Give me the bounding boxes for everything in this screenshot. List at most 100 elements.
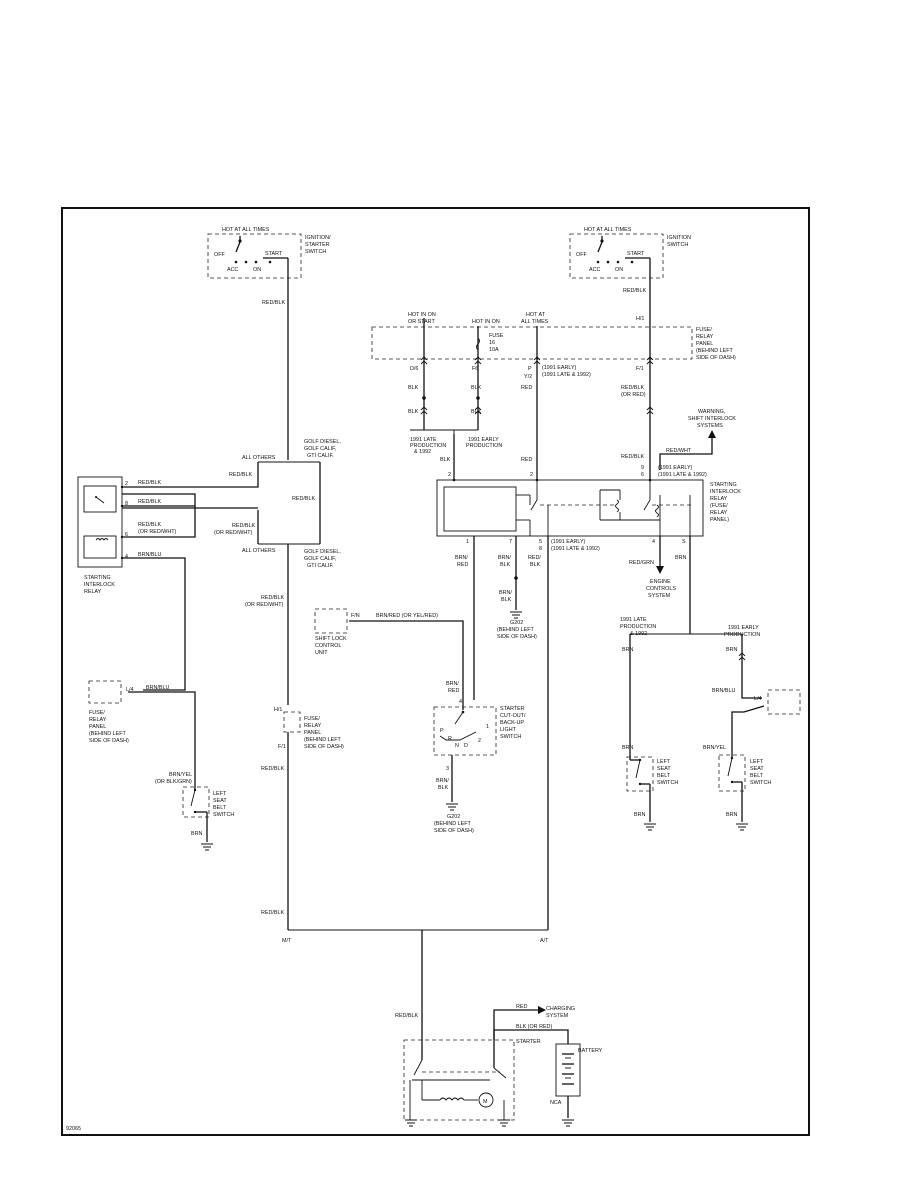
wire-label: F6: [472, 366, 478, 372]
wire-label: 8: [539, 546, 542, 552]
wire-label: G202: [510, 620, 523, 626]
wire-label: RED: [516, 1004, 527, 1010]
wire-label: NCA: [550, 1100, 562, 1106]
wire-label: P: [528, 366, 532, 372]
wire-label: CUT-OUT/: [500, 713, 526, 719]
wire-label: & 1992: [630, 631, 647, 637]
wire-label: BATTERY: [578, 1048, 603, 1054]
wire-label: RED: [448, 688, 459, 694]
wire-label: WARNING,: [698, 409, 726, 415]
figure-id: 92065: [66, 1126, 81, 1132]
wire-label: SIDE OF DASH): [304, 744, 344, 750]
wire-label: (OR BLK/GRN): [155, 779, 192, 785]
wire-label: ALL TIMES: [521, 319, 549, 325]
wire-label: R: [448, 736, 452, 742]
wire-label: 2: [530, 472, 533, 478]
wire-label: H/1: [636, 316, 644, 322]
wire-label: SEAT: [750, 766, 764, 772]
starting-interlock-relay-left: 2 8 6 4 RED/BLK RED/BLK RED/BLK (OR RED/…: [77, 476, 259, 691]
wire-label: & 1992: [414, 449, 431, 455]
wire-label: RED: [521, 385, 532, 391]
wire-label: GOLF DIESEL,: [304, 439, 341, 445]
wire-label: (FUSE/: [710, 503, 728, 509]
ignition-switch-right: HOT AT ALL TIMES OFF ACC ON START IGNITI…: [569, 227, 691, 322]
wire-label: PRODUCTION: [620, 624, 656, 630]
wire-label: BLK: [408, 385, 419, 391]
left-seat-belt-switch-right: BRN BRN/BLU L/4 BRN/YEL LEFT SEAT BELT S…: [703, 634, 801, 831]
wire-label: BRN/YEL: [169, 772, 192, 778]
wire-label: SIDE OF DASH): [434, 828, 474, 834]
wire-label: SIDE OF DASH): [696, 355, 736, 361]
wire-label: STARTER: [305, 242, 330, 248]
wire-label: BLK: [500, 562, 511, 568]
wire-label: BRN/BLU: [138, 552, 161, 558]
wire-label: SEAT: [213, 798, 227, 804]
wire-label: 1991 EARLY: [468, 437, 499, 443]
wire-label: IGNITION/: [305, 235, 331, 241]
wire-label: RED/BLK: [621, 385, 644, 391]
wire-label: BRN/: [436, 778, 449, 784]
wire-label: G202: [447, 814, 460, 820]
wire-label: (BEHIND LEFT: [497, 627, 535, 633]
wire-label: 1: [486, 724, 489, 730]
wire-label: GTI CALIF.: [307, 563, 334, 569]
wire-label: (OR RED/WHT): [245, 602, 284, 608]
shift-lock-control-unit: SHIFT LOCK CONTROL UNIT F/N BRN/RED (OR …: [314, 608, 464, 700]
wire-label: 6: [641, 472, 644, 478]
wire-label: RELAY: [710, 510, 728, 516]
wire-label: BRN/RED (OR YEL/RED): [376, 613, 438, 619]
wire-label: BRN: [726, 647, 737, 653]
wire-label: SWITCH: [667, 242, 688, 248]
wire-label: BRN/BLU: [712, 688, 735, 694]
wire-label: BRN/BLU: [146, 685, 169, 691]
wire-label: (BEHIND LEFT: [304, 737, 342, 743]
wire-label: 9: [641, 465, 644, 471]
wire-label: RED/BLK: [621, 454, 644, 460]
wire-label: 6: [125, 532, 128, 538]
wire-label: RED/: [528, 555, 541, 561]
wire-label: RED: [521, 457, 532, 463]
wire-label: BRN: [622, 647, 633, 653]
wire-label: HOT IN ON: [408, 312, 436, 318]
wire-label: FUSE: [489, 333, 504, 339]
wire-label: BLK: [471, 409, 482, 415]
warning-shift-interlock: WARNING, SHIFT INTERLOCK SYSTEMS RED/WHT: [659, 409, 736, 470]
wire-label: (1991 LATE & 1992): [658, 472, 707, 478]
wire-label: SHIFT LOCK: [315, 636, 347, 642]
wire-label: (OR RED/WHT): [214, 530, 253, 536]
wire-label: (1991 LATE & 1992): [542, 372, 591, 378]
wire-label: BELT: [657, 773, 671, 779]
wire-label: LEFT: [750, 759, 764, 765]
wire-label: LIGHT: [500, 727, 517, 733]
wire-label: L/4: [126, 687, 134, 693]
wire-label: PANEL: [696, 341, 713, 347]
wire-label: PRODUCTION: [466, 443, 502, 449]
ignition-switch-left: HOT AT ALL TIMES OFF ACC ON START IGNITI…: [207, 227, 331, 306]
wire-label: 2: [448, 472, 451, 478]
engine-controls-arrow: RED/GRN ENGINE CONTROLS SYSTEM: [629, 536, 676, 599]
wire-label: CHARGING: [546, 1006, 575, 1012]
wire-label: F/1: [636, 366, 644, 372]
wire-label: N: [455, 743, 459, 749]
wire-label: FUSE/: [696, 327, 712, 333]
wire-label: (BEHIND LEFT: [434, 821, 472, 827]
wire-label: RED/GRN: [629, 560, 654, 566]
wire-label: 1: [466, 539, 469, 545]
wire-label: INTERLOCK: [710, 489, 741, 495]
wire-label: 3: [446, 766, 449, 772]
wire-label: ON: [615, 267, 623, 273]
wire-label: CONTROL: [315, 643, 341, 649]
wire-label: (BEHIND LEFT: [696, 348, 734, 354]
wire-label: BELT: [750, 773, 764, 779]
wire-label: 1991 LATE: [410, 437, 437, 443]
wire-label: OFF: [576, 252, 587, 258]
wire-label: INTERLOCK: [84, 582, 115, 588]
wire-label: CONTROLS: [646, 586, 676, 592]
wire-label: OFF: [214, 252, 225, 258]
wire-label: PANEL: [89, 724, 106, 730]
wire-label: STARTER: [500, 706, 525, 712]
wire-label: STARTING: [84, 575, 111, 581]
wire-label: RED/BLK: [138, 522, 161, 528]
wire-label: RED/BLK: [261, 766, 284, 772]
